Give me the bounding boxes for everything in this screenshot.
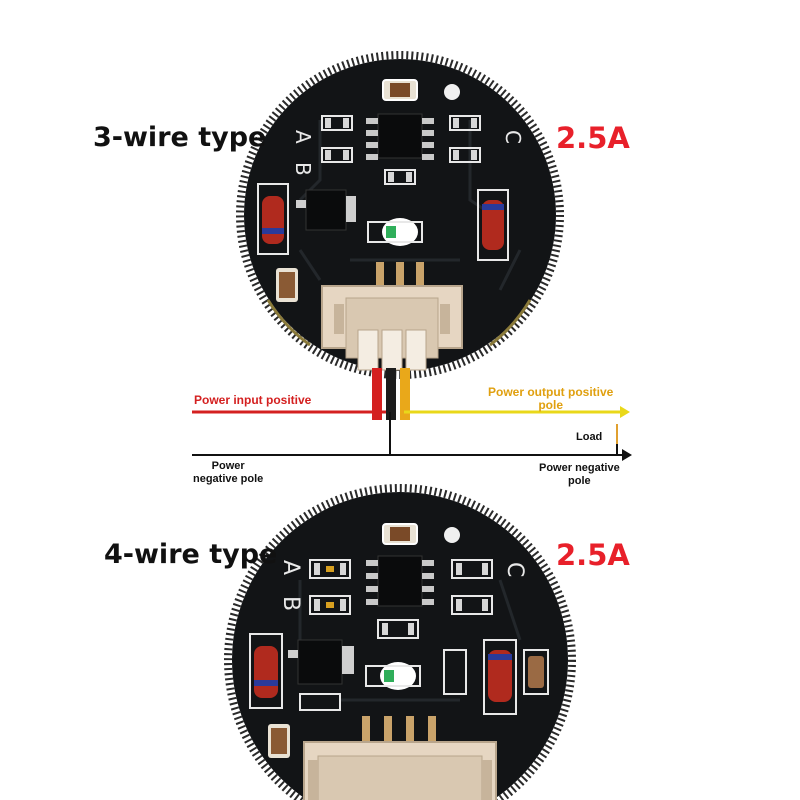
ic-chip — [377, 555, 423, 607]
silk-a: A — [278, 560, 303, 575]
title-4-wire: 4-wire type — [104, 539, 278, 570]
silk-c: C — [501, 130, 525, 144]
current-rating-bottom: 2.5A — [556, 538, 630, 572]
current-rating-top: 2.5A — [556, 121, 630, 155]
label-power-negative-left-line2: negative pole — [193, 473, 264, 485]
output-arrow — [620, 406, 630, 418]
label-power-input-positive: Power input positive — [194, 393, 312, 407]
label-power-negative-left-line1: Power — [211, 460, 245, 472]
title-3-wire: 3-wire type — [93, 122, 267, 153]
label-power-negative-right-line2: pole — [568, 475, 591, 487]
silk-b: B — [278, 596, 303, 611]
mount-hole — [444, 527, 460, 543]
label-power-output-positive: Power output positive pole — [488, 386, 613, 412]
silk-a: A — [291, 130, 315, 144]
label-power-output-positive-line1: Power output positive — [488, 385, 614, 399]
mount-hole — [444, 84, 460, 100]
label-power-negative-right: Power negative pole — [539, 462, 620, 488]
ic-chip — [377, 113, 423, 159]
negative-arrow — [622, 449, 632, 461]
silk-b: B — [291, 162, 315, 176]
silk-c: C — [502, 562, 527, 577]
label-power-negative-left: Power negative pole — [193, 460, 263, 486]
label-power-output-positive-line2: pole — [538, 398, 563, 412]
label-load: Load — [576, 431, 603, 443]
label-power-negative-right-line1: Power negative — [539, 462, 620, 474]
